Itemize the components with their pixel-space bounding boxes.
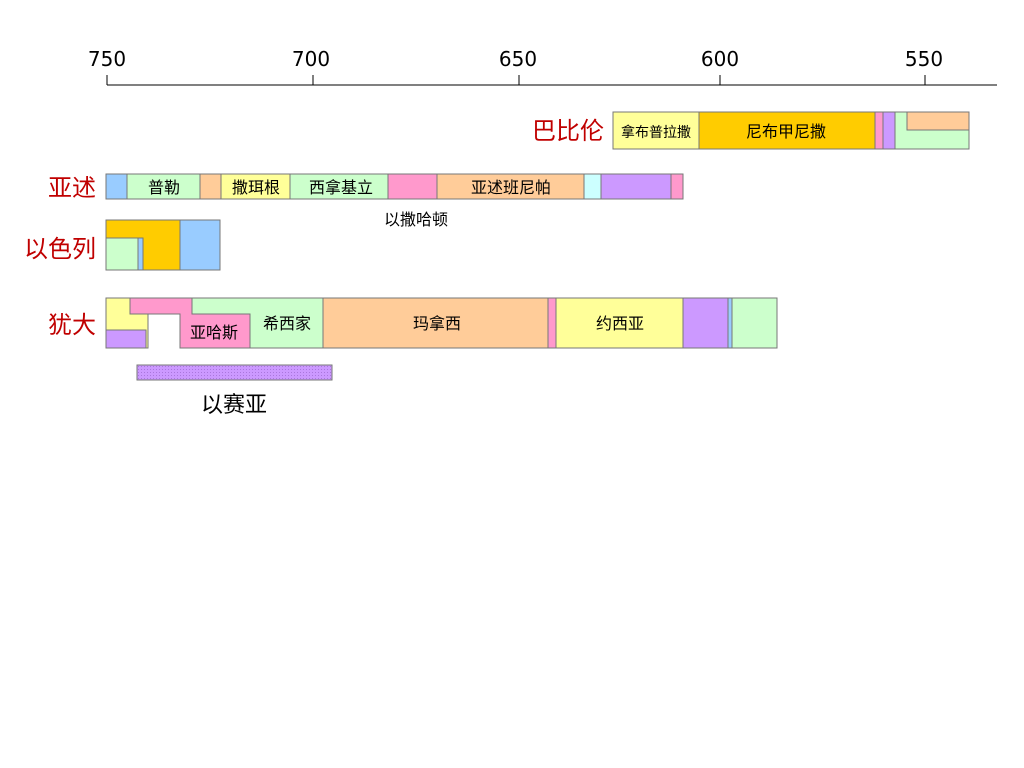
row-label-babylon: 巴比伦	[532, 117, 604, 145]
tick-label: 650	[499, 47, 537, 71]
segment	[682, 297, 729, 349]
segment	[731, 297, 778, 349]
babylon-row	[612, 111, 970, 150]
segment	[105, 173, 128, 200]
segment	[179, 219, 221, 271]
segment	[874, 111, 884, 150]
segment-nabopolassar	[612, 111, 700, 150]
segment-esarhaddon	[387, 173, 438, 200]
assyria-row	[105, 173, 684, 200]
ruler-label: 拿布普拉撒	[621, 124, 691, 141]
tick-label: 750	[88, 47, 126, 71]
israel-row	[105, 219, 221, 271]
segment-manasseh	[322, 297, 549, 349]
segment	[583, 173, 602, 200]
ruler-label: 约西亚	[596, 314, 644, 333]
segment	[882, 111, 896, 150]
ruler-label: 撒珥根	[232, 178, 280, 197]
segment	[199, 173, 222, 200]
tick-label: 700	[292, 47, 330, 71]
time-axis: 750 700 650 600 550	[88, 47, 997, 86]
isaiah-label: 以赛亚	[201, 393, 267, 418]
ruler-label: 尼布甲尼撒	[746, 122, 826, 141]
segment	[906, 111, 970, 131]
segment	[105, 329, 147, 349]
ruler-label: 亚述班尼帕	[471, 178, 551, 197]
ruler-label: 亚哈斯	[190, 323, 238, 342]
ruler-label: 普勒	[148, 178, 180, 197]
row-label-israel: 以色列	[24, 235, 96, 263]
judah-row	[105, 297, 778, 349]
row-label-judah: 犹大	[48, 311, 96, 339]
segment	[105, 237, 143, 271]
row-label-assyria: 亚述	[48, 174, 96, 202]
tick-label: 550	[905, 47, 943, 71]
segment-sargon	[220, 173, 291, 200]
segment	[137, 237, 144, 271]
ruler-label: 西拿基立	[309, 178, 373, 197]
esarhaddon-note: 以撒哈顿	[384, 210, 448, 229]
segment-ashurbanipal	[436, 173, 585, 200]
tick-label: 600	[701, 47, 739, 71]
segment	[727, 297, 733, 349]
ruler-label: 玛拿西	[413, 314, 461, 333]
segment	[547, 297, 557, 349]
isaiah-bar	[136, 364, 333, 381]
ruler-label: 希西家	[263, 314, 311, 333]
segment-josiah	[555, 297, 684, 349]
segment	[670, 173, 684, 200]
segment	[600, 173, 672, 200]
